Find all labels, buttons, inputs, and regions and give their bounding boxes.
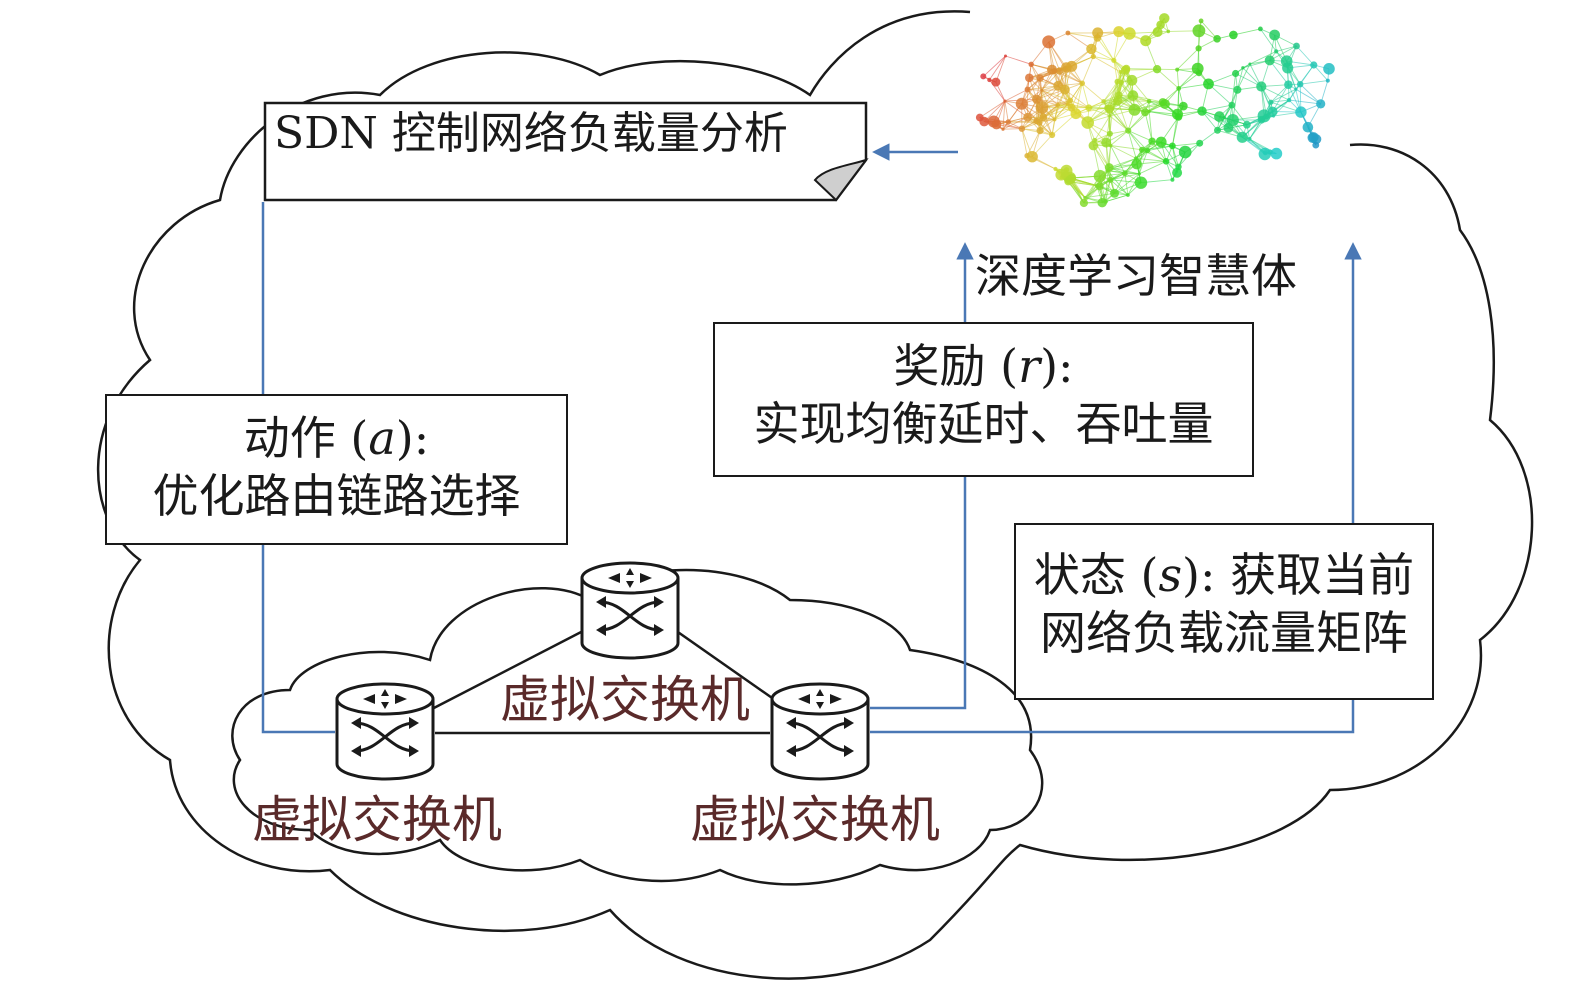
switch-label-right: 虚拟交换机 [690, 791, 940, 849]
agent-label: 深度学习智慧体 [975, 249, 1297, 303]
action-flow-line [261, 202, 335, 734]
switch-right-icon [770, 682, 870, 781]
outer-cloud [96, 10, 1534, 980]
reward-description: 实现均衡延时、吞吐量 [753, 396, 1214, 451]
link-top-right [674, 628, 776, 702]
switch-label-top: 虚拟交换机 [500, 671, 750, 729]
action-title: 动作 (a): [243, 411, 430, 465]
switch-left-icon [335, 682, 435, 781]
switch-label-left: 虚拟交换机 [252, 791, 502, 849]
brain-network-icon [975, 13, 1335, 208]
state-description: 网络负载流量矩阵 [1040, 605, 1408, 660]
inner-cloud [231, 568, 1044, 886]
reward-box: 奖励 (r): 实现均衡延时、吞吐量 [713, 322, 1254, 477]
reward-title: 奖励 (r): [893, 339, 1074, 393]
action-box: 动作 (a): 优化路由链路选择 [105, 394, 568, 545]
state-box: 状态 (s): 获取当前 网络负载流量矩阵 [1014, 523, 1434, 700]
action-description: 优化路由链路选择 [152, 468, 521, 523]
sdn-box-frame [263, 101, 869, 202]
switch-top-icon [580, 561, 680, 660]
state-title: 状态 (s): 获取当前 [1033, 548, 1415, 602]
link-left-top [429, 628, 586, 712]
sdn-analysis-box: SDN 控制网络负载量分析 [268, 106, 828, 166]
state-flow-line [870, 242, 1362, 734]
sdn-analysis-text: SDN 控制网络负载量分析 [274, 108, 788, 159]
